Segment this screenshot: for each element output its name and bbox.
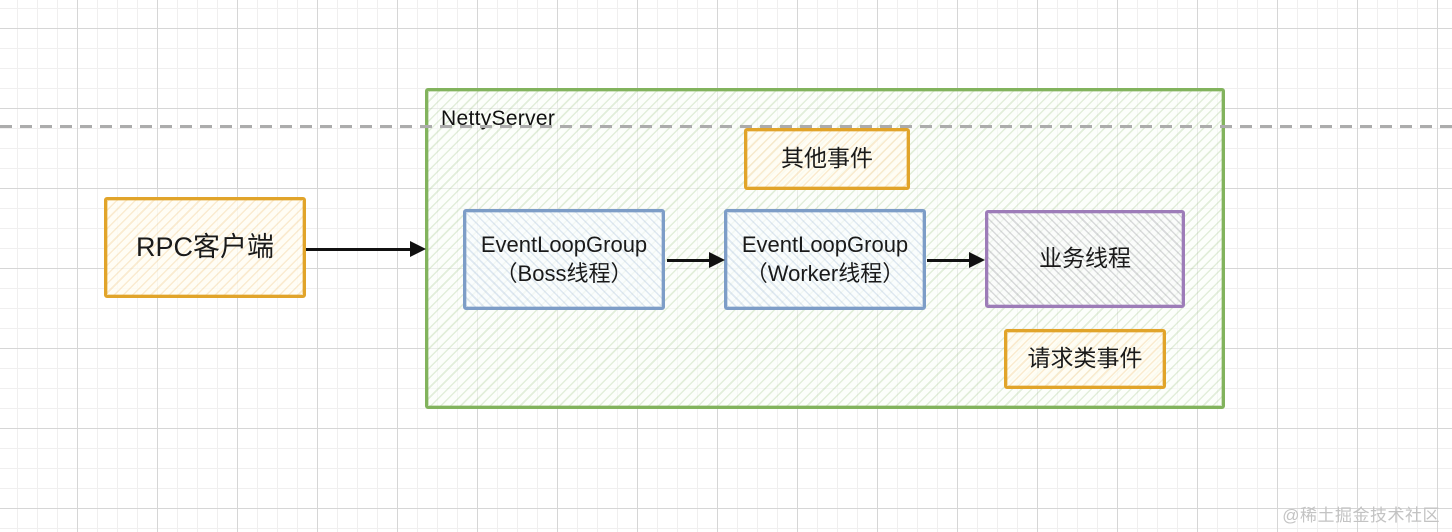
arrow-head-icon — [709, 252, 725, 268]
arrow-shaft — [667, 258, 709, 262]
node-boss-label-line2: （Boss线程） — [495, 260, 633, 286]
netty-server-label: NettyServer — [441, 107, 556, 130]
arrow-boss-to-worker — [667, 251, 725, 269]
dashed-boundary-line — [0, 125, 1452, 128]
node-worker-eventloopgroup: EventLoopGroup （Worker线程） — [724, 209, 926, 310]
node-business-thread: 业务线程 — [985, 210, 1185, 308]
arrow-shaft — [927, 258, 969, 262]
node-other-events: 其他事件 — [744, 128, 910, 190]
node-boss-eventloopgroup: EventLoopGroup （Boss线程） — [463, 209, 665, 310]
node-rpc-client-label: RPC客户端 — [135, 232, 274, 263]
node-worker-label-line2: （Worker线程） — [745, 260, 905, 286]
node-worker-label-line1: EventLoopGroup — [741, 232, 909, 258]
arrow-head-icon — [410, 241, 426, 257]
arrow-head-icon — [969, 252, 985, 268]
node-request-events: 请求类事件 — [1004, 329, 1166, 389]
arrow-shaft — [306, 247, 410, 251]
node-boss-label-line1: EventLoopGroup — [480, 232, 648, 258]
watermark: @稀土掘金技术社区 — [1282, 506, 1440, 525]
node-rpc-client: RPC客户端 — [104, 197, 306, 298]
node-business-thread-label: 业务线程 — [1039, 245, 1131, 272]
arrow-rpc-to-nettyserver — [306, 240, 426, 258]
arrow-worker-to-business — [927, 251, 985, 269]
node-other-events-label: 其他事件 — [781, 145, 873, 172]
node-request-events-label: 请求类事件 — [1027, 345, 1143, 372]
